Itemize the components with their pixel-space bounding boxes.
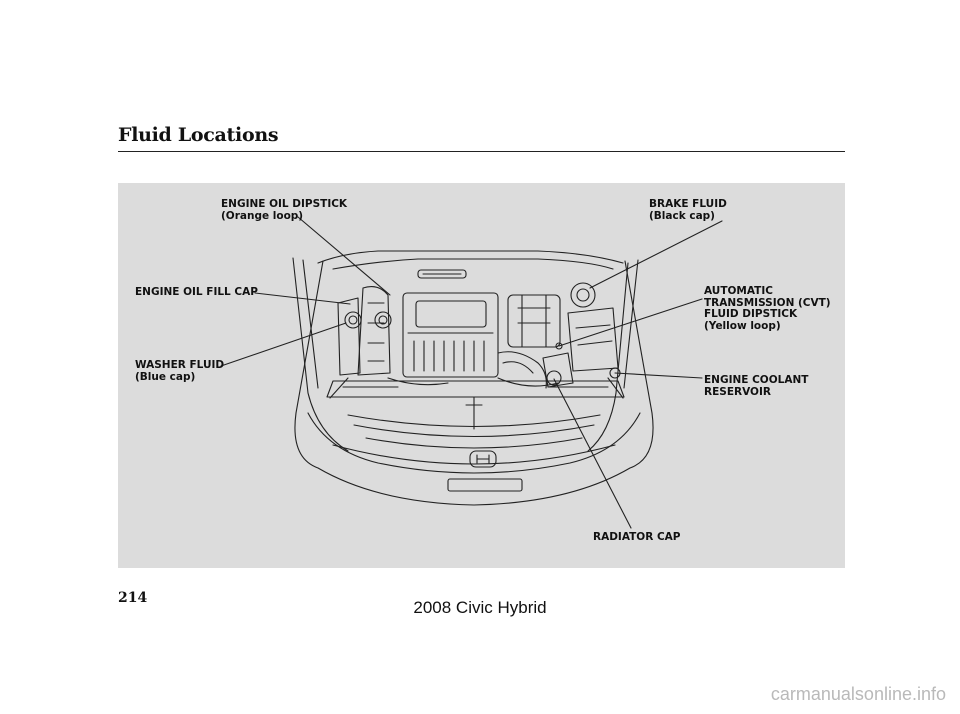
callout-radiator-cap-name: RADIATOR CAP <box>593 531 681 543</box>
callout-engine-oil-dipstick: ENGINE OIL DIPSTICK (Orange loop) <box>221 198 348 222</box>
callout-automatic-transmission-note: (Yellow loop) <box>704 319 781 332</box>
callout-engine-oil-fill-cap-name: ENGINE OIL FILL CAP <box>135 286 258 298</box>
page-title: Fluid Locations <box>118 124 279 146</box>
callout-automatic-transmission-line1: AUTOMATIC <box>704 285 773 297</box>
callout-engine-oil-fill-cap: ENGINE OIL FILL CAP <box>135 286 258 299</box>
title-rule <box>118 151 845 152</box>
page-number: 214 <box>118 590 148 606</box>
callout-washer-fluid-note: (Blue cap) <box>135 370 196 383</box>
callout-engine-coolant-reservoir-line1: ENGINE COOLANT <box>704 374 809 386</box>
callout-engine-oil-dipstick-note: (Orange loop) <box>221 209 304 222</box>
callout-automatic-transmission: AUTOMATIC TRANSMISSION (CVT) FLUID DIPST… <box>704 285 831 332</box>
engine-bay-figure: ENGINE OIL DIPSTICK (Orange loop) BRAKE … <box>118 183 845 568</box>
callout-automatic-transmission-line2: TRANSMISSION (CVT) <box>704 296 831 309</box>
callout-washer-fluid: WASHER FLUID (Blue cap) <box>135 359 225 383</box>
callout-radiator-cap: RADIATOR CAP <box>593 531 681 544</box>
callout-engine-coolant-reservoir-line2: RESERVOIR <box>704 385 771 398</box>
callout-brake-fluid-note: (Black cap) <box>649 209 715 222</box>
watermark: carmanualsonline.info <box>770 684 946 704</box>
callout-automatic-transmission-line3: FLUID DIPSTICK <box>704 308 798 320</box>
callout-engine-oil-dipstick-name: ENGINE OIL DIPSTICK <box>221 198 348 210</box>
callout-washer-fluid-name: WASHER FLUID <box>135 359 225 371</box>
callout-engine-coolant-reservoir: ENGINE COOLANT RESERVOIR <box>704 374 809 398</box>
callout-brake-fluid: BRAKE FLUID (Black cap) <box>649 198 727 222</box>
footer-model: 2008 Civic Hybrid <box>413 598 547 617</box>
engine-bay-illustration <box>220 216 723 529</box>
callout-brake-fluid-name: BRAKE FLUID <box>649 198 727 210</box>
